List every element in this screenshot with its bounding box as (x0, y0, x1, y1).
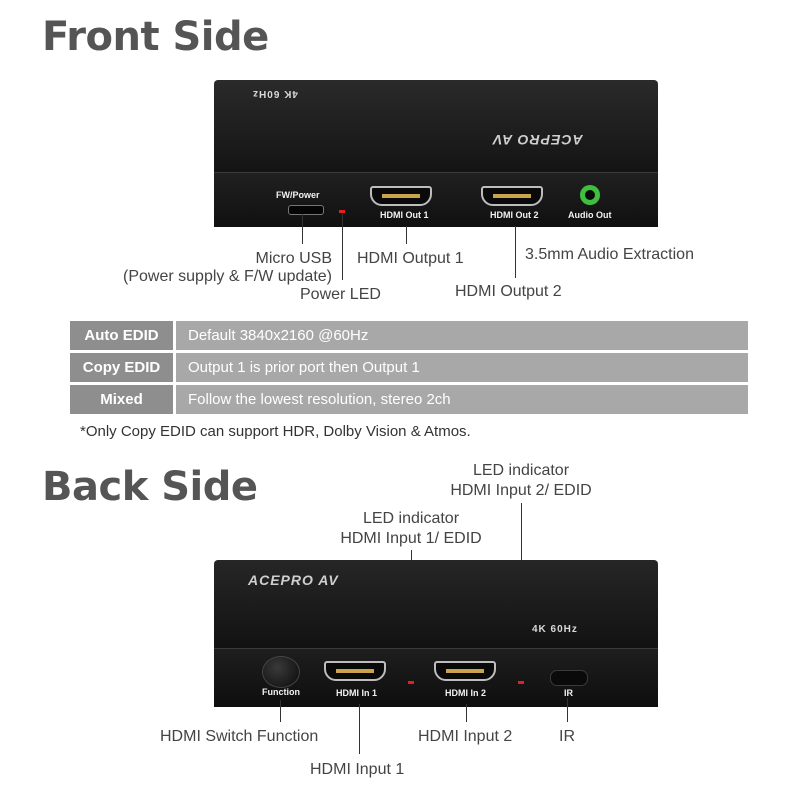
edid-desc-cell: Output 1 is prior port then Output 1 (176, 353, 748, 382)
audio-jack-icon[interactable] (580, 185, 600, 205)
table-row: Mixed Follow the lowest resolution, ster… (70, 385, 748, 414)
front-logo: ACEPRO AV (492, 132, 583, 148)
callout-micro-usb: Micro USB (Power supply & F/W update) (100, 250, 332, 286)
hdmi-in-1-port[interactable] (324, 661, 386, 681)
fw-power-label: FW/Power (276, 190, 320, 200)
callout-hdmi-switch-function: HDMI Switch Function (160, 728, 319, 745)
hdmi-in-1-label: HDMI In 1 (336, 688, 378, 698)
line-hdmi-output-1 (406, 226, 407, 244)
line-switch-function (280, 700, 281, 722)
callout-micro-usb-line2: (Power supply & F/W update) (123, 268, 332, 285)
line-ir (567, 698, 568, 722)
led-indicator-1 (408, 681, 414, 684)
callout-led-indicator-2: LED indicator HDMI Input 2/ EDID (440, 462, 602, 500)
front-device: 4K 60Hz ACEPRO AV FW/Power HDMI Out 1 HD… (214, 80, 658, 227)
callout-led1-line2: HDMI Input 1/ EDID (340, 530, 482, 547)
back-side-heading: Back Side (42, 464, 258, 510)
callout-hdmi-input-1: HDMI Input 1 (310, 761, 405, 778)
line-hdmi-output-2 (515, 226, 516, 278)
callout-power-led: Power LED (300, 286, 381, 303)
function-button[interactable] (262, 656, 300, 688)
back-device-top (214, 560, 658, 648)
hdmi-out-1-port[interactable] (370, 186, 432, 206)
callout-led-indicator-1: LED indicator HDMI Input 1/ EDID (330, 510, 492, 548)
line-micro-usb (302, 214, 303, 244)
led-indicator-2 (518, 681, 524, 684)
back-device: ACEPRO AV 4K 60Hz Function HDMI In 1 HDM… (214, 560, 658, 707)
function-label: Function (262, 687, 300, 697)
edid-mode-cell: Auto EDID (70, 321, 176, 350)
ir-label: IR (564, 688, 573, 698)
front-badge-4k60hz: 4K 60Hz (252, 88, 298, 99)
power-led (339, 210, 345, 213)
callout-led2-line2: HDMI Input 2/ EDID (450, 482, 592, 499)
callout-hdmi-output-1: HDMI Output 1 (357, 250, 464, 267)
callout-led1-line1: LED indicator (362, 510, 460, 527)
callout-ir: IR (559, 728, 575, 745)
callout-hdmi-input-2: HDMI Input 2 (418, 728, 513, 745)
table-row: Copy EDID Output 1 is prior port then Ou… (70, 353, 748, 382)
hdmi-out-2-label: HDMI Out 2 (490, 210, 539, 220)
micro-usb-port[interactable] (288, 205, 324, 215)
ir-sensor (550, 670, 588, 686)
edid-mode-cell: Copy EDID (70, 353, 176, 382)
table-row: Auto EDID Default 3840x2160 @60Hz (70, 321, 748, 350)
hdmi-in-2-label: HDMI In 2 (445, 688, 487, 698)
hdmi-in-2-port[interactable] (434, 661, 496, 681)
line-power-led (342, 214, 343, 280)
edid-footnote: *Only Copy EDID can support HDR, Dolby V… (80, 423, 471, 440)
hdmi-out-1-label: HDMI Out 1 (380, 210, 429, 220)
front-side-heading: Front Side (42, 14, 269, 60)
edid-desc-cell: Default 3840x2160 @60Hz (176, 321, 748, 350)
back-logo: ACEPRO AV (248, 572, 339, 588)
edid-desc-cell: Follow the lowest resolution, stereo 2ch (176, 385, 748, 414)
front-device-top (214, 80, 658, 172)
edid-mode-table: Auto EDID Default 3840x2160 @60Hz Copy E… (70, 318, 748, 417)
callout-hdmi-output-2: HDMI Output 2 (455, 283, 562, 300)
back-badge-4k60hz: 4K 60Hz (532, 624, 578, 635)
audio-out-label: Audio Out (568, 210, 612, 220)
hdmi-out-2-port[interactable] (481, 186, 543, 206)
edid-mode-cell: Mixed (70, 385, 176, 414)
callout-led2-line1: LED indicator (472, 462, 570, 479)
callout-micro-usb-line1: Micro USB (255, 250, 332, 267)
line-hdmi-input-1 (359, 704, 360, 754)
line-hdmi-input-2 (466, 704, 467, 722)
callout-audio-extraction: 3.5mm Audio Extraction (525, 246, 694, 263)
